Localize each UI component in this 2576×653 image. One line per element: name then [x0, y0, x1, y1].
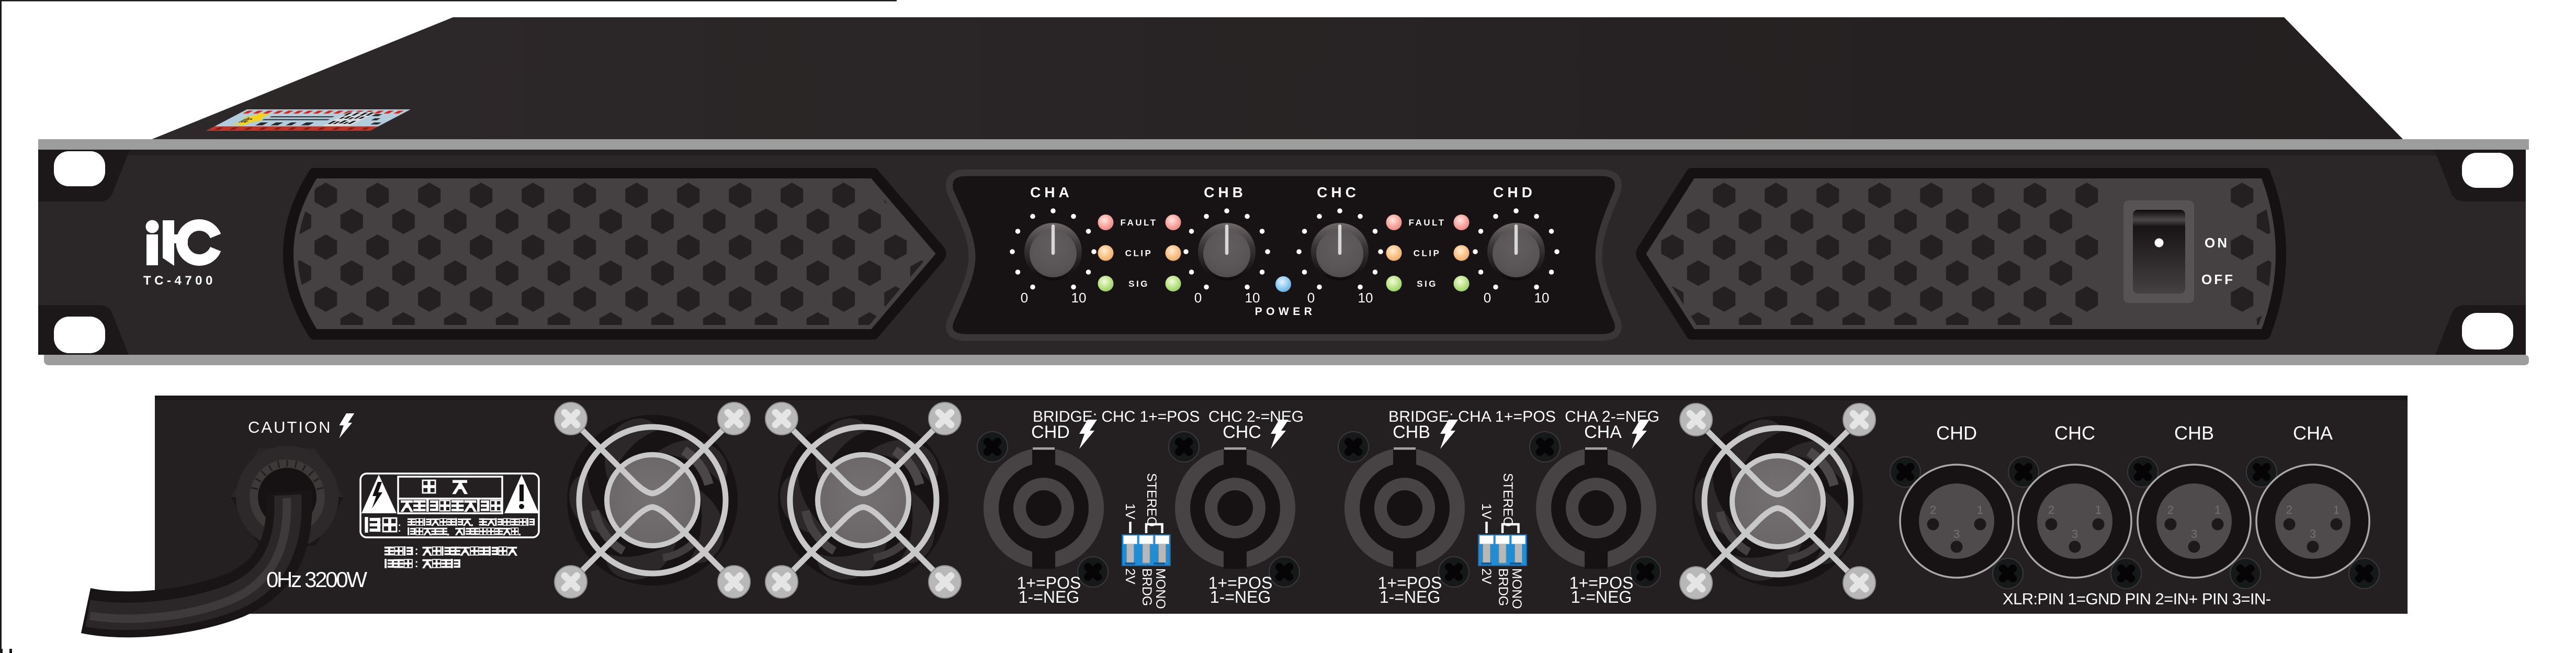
svg-text:TC-4700: TC-4700 — [143, 274, 216, 288]
svg-text:CHC: CHC — [1223, 422, 1261, 442]
svg-text:CHA: CHA — [1030, 184, 1073, 200]
svg-text:CHB: CHB — [1393, 422, 1430, 442]
svg-text:1+=POS: 1+=POS — [1208, 573, 1273, 592]
svg-text:1-=NEG: 1-=NEG — [1380, 588, 1440, 606]
svg-text:CHD: CHD — [1031, 422, 1070, 442]
svg-text:1-=NEG: 1-=NEG — [1019, 588, 1079, 606]
svg-text:1-=NEG: 1-=NEG — [1571, 588, 1632, 606]
svg-text:0Hz 3200W: 0Hz 3200W — [266, 567, 367, 592]
svg-text:CHA: CHA — [1584, 422, 1622, 442]
svg-text:CHD: CHD — [1493, 184, 1536, 200]
svg-text:XLR:PIN 1=GND PIN 2=IN+ PIN 3=: XLR:PIN 1=GND PIN 2=IN+ PIN 3=IN- — [2003, 590, 2271, 608]
svg-text:OFF: OFF — [2201, 272, 2235, 287]
svg-text:CHD: CHD — [1936, 422, 1977, 444]
svg-text:BRIDGE: CHA 1+=POS CHA 2-=NEG: BRIDGE: CHA 1+=POS CHA 2-=NEG — [1388, 408, 1659, 425]
svg-text:CHB: CHB — [1204, 184, 1247, 200]
svg-text:BRIDGE: CHC 1+=POS CHC 2-=NEG: BRIDGE: CHC 1+=POS CHC 2-=NEG — [1033, 408, 1304, 425]
svg-text:CHB: CHB — [2174, 422, 2214, 444]
svg-text:1+=POS: 1+=POS — [1569, 573, 1634, 592]
svg-text:CHC: CHC — [2054, 422, 2095, 444]
svg-text::: : — [398, 519, 401, 535]
svg-text:ON: ON — [2205, 235, 2229, 251]
svg-text:1+=POS: 1+=POS — [1378, 573, 1442, 592]
svg-text:CHC: CHC — [1317, 184, 1360, 200]
svg-text:1+=POS: 1+=POS — [1017, 573, 1081, 592]
svg-text:POWER: POWER — [1255, 306, 1316, 318]
svg-text:CAUTION: CAUTION — [248, 418, 332, 436]
svg-text:CHA: CHA — [2293, 422, 2333, 444]
svg-text:1-=NEG: 1-=NEG — [1210, 588, 1271, 606]
